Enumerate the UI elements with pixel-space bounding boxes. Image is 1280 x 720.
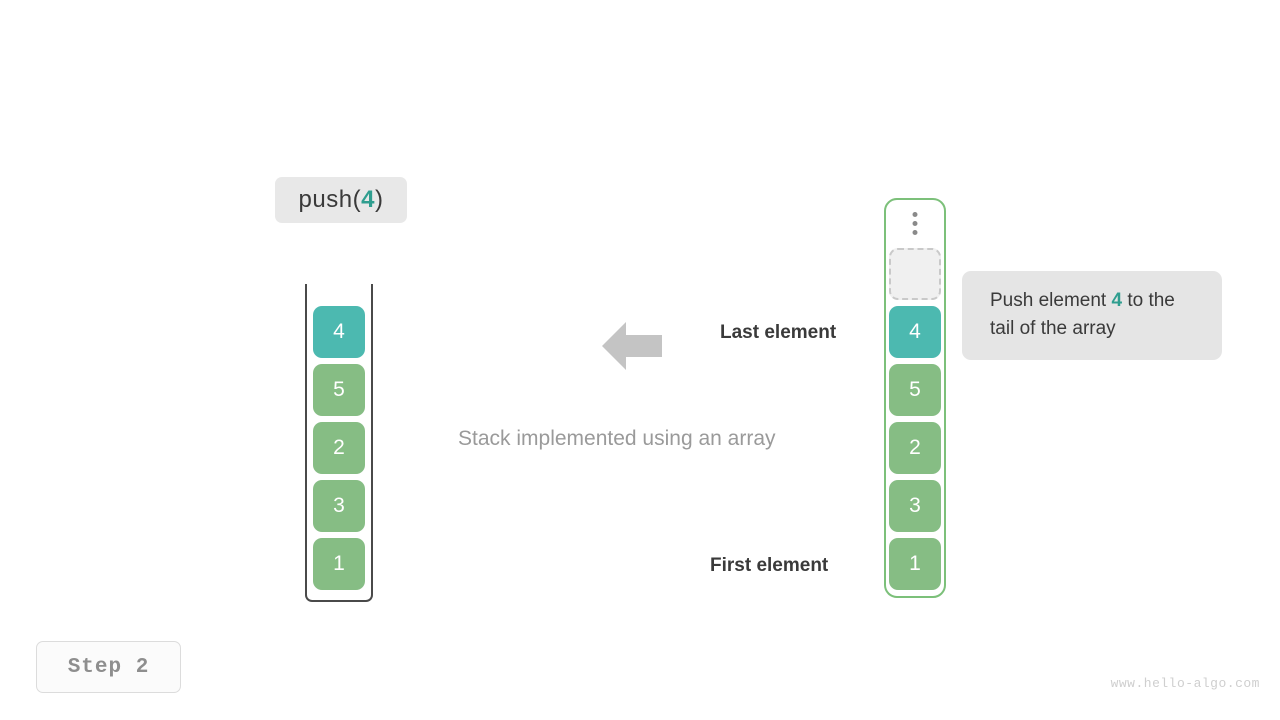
array-empty-slot: [889, 248, 941, 300]
operation-value: 4: [361, 186, 375, 213]
array-container-outline: [884, 198, 946, 598]
array-cell: 4: [889, 306, 941, 358]
annotation-text-after: to the tail of the array: [990, 290, 1175, 339]
stack-cell: 2: [313, 422, 365, 474]
array-cell: 5: [889, 364, 941, 416]
array-cell: 2: [889, 422, 941, 474]
operation-label: push(4): [275, 177, 407, 223]
array-cell: 1: [889, 538, 941, 590]
operation-suffix: ): [374, 186, 384, 213]
stack-cell: 3: [313, 480, 365, 532]
vertical-ellipsis-icon: [912, 212, 918, 235]
first-element-label: First element: [710, 555, 829, 576]
left-arrow-icon: [602, 316, 662, 376]
watermark: www.hello-algo.com: [1110, 676, 1260, 691]
diagram-caption: Stack implemented using an array: [458, 427, 776, 450]
last-element-label: Last element: [720, 322, 837, 343]
annotation-accent-value: 4: [1111, 290, 1123, 311]
stack-cell: 5: [313, 364, 365, 416]
array-cell-list: 4 5 2 3 1: [889, 248, 941, 596]
step-badge: Step 2: [36, 641, 181, 693]
array-diagram: 4 5 2 3 1: [884, 198, 946, 598]
stack-diagram: 4 5 2 3 1: [305, 284, 375, 604]
stack-cell-list: 4 5 2 3 1: [313, 306, 365, 596]
annotation-text-before: Push element: [990, 290, 1112, 311]
stack-cell: 1: [313, 538, 365, 590]
stack-container-outline: [305, 284, 373, 602]
operation-prefix: push(: [298, 186, 362, 213]
array-cell: 3: [889, 480, 941, 532]
stack-cell: 4: [313, 306, 365, 358]
annotation-tooltip: Push element 4 to the tail of the array: [962, 271, 1222, 361]
